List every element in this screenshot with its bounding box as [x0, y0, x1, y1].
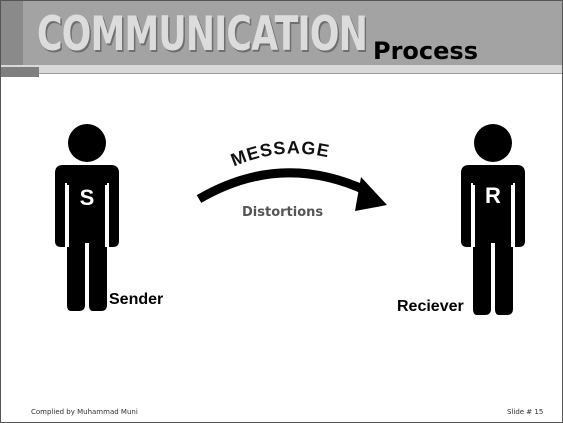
receiver-body: [461, 165, 525, 315]
sender-head: [68, 124, 106, 162]
footer-credit: Complied by Muhammad Muni: [31, 408, 138, 416]
receiver-head: [474, 124, 512, 162]
title-band-stripe: [1, 65, 562, 73]
message-label: MESSAGE: [228, 137, 331, 170]
slide-number: Slide # 15: [507, 408, 544, 416]
sender-body: [55, 165, 119, 311]
sender-leg-gap: [85, 245, 89, 311]
message-text: MESSAGE: [228, 137, 332, 170]
receiver-figure: R: [461, 124, 525, 315]
distortions-label: Distortions: [242, 205, 324, 220]
slide-subtitle: Process: [373, 37, 478, 65]
title-band-background: [1, 1, 562, 65]
title-band-accent: [1, 67, 39, 77]
receiver-torso-gap-right: [511, 185, 514, 247]
receiver-leg-gap: [491, 245, 495, 315]
message-arrow-head: [355, 177, 387, 211]
svg-text:MESSAGE: MESSAGE: [228, 137, 332, 170]
sender-letter: S: [80, 185, 95, 210]
receiver-torso-gap-left: [472, 185, 475, 247]
title-band-corner: [1, 1, 23, 65]
message-arrow: [196, 168, 387, 211]
receiver-label: Reciever: [397, 298, 464, 315]
sender-torso-gap-left: [66, 185, 69, 247]
message-arrow-shaft: [196, 168, 369, 203]
title-underline: [39, 73, 562, 74]
sender-label: Sender: [109, 291, 164, 308]
sender-figure: S: [55, 124, 119, 311]
slide-title: COMMUNICATION: [37, 7, 368, 62]
title-band: [1, 1, 562, 77]
sender-torso-gap-right: [105, 185, 108, 247]
receiver-letter: R: [485, 183, 501, 208]
